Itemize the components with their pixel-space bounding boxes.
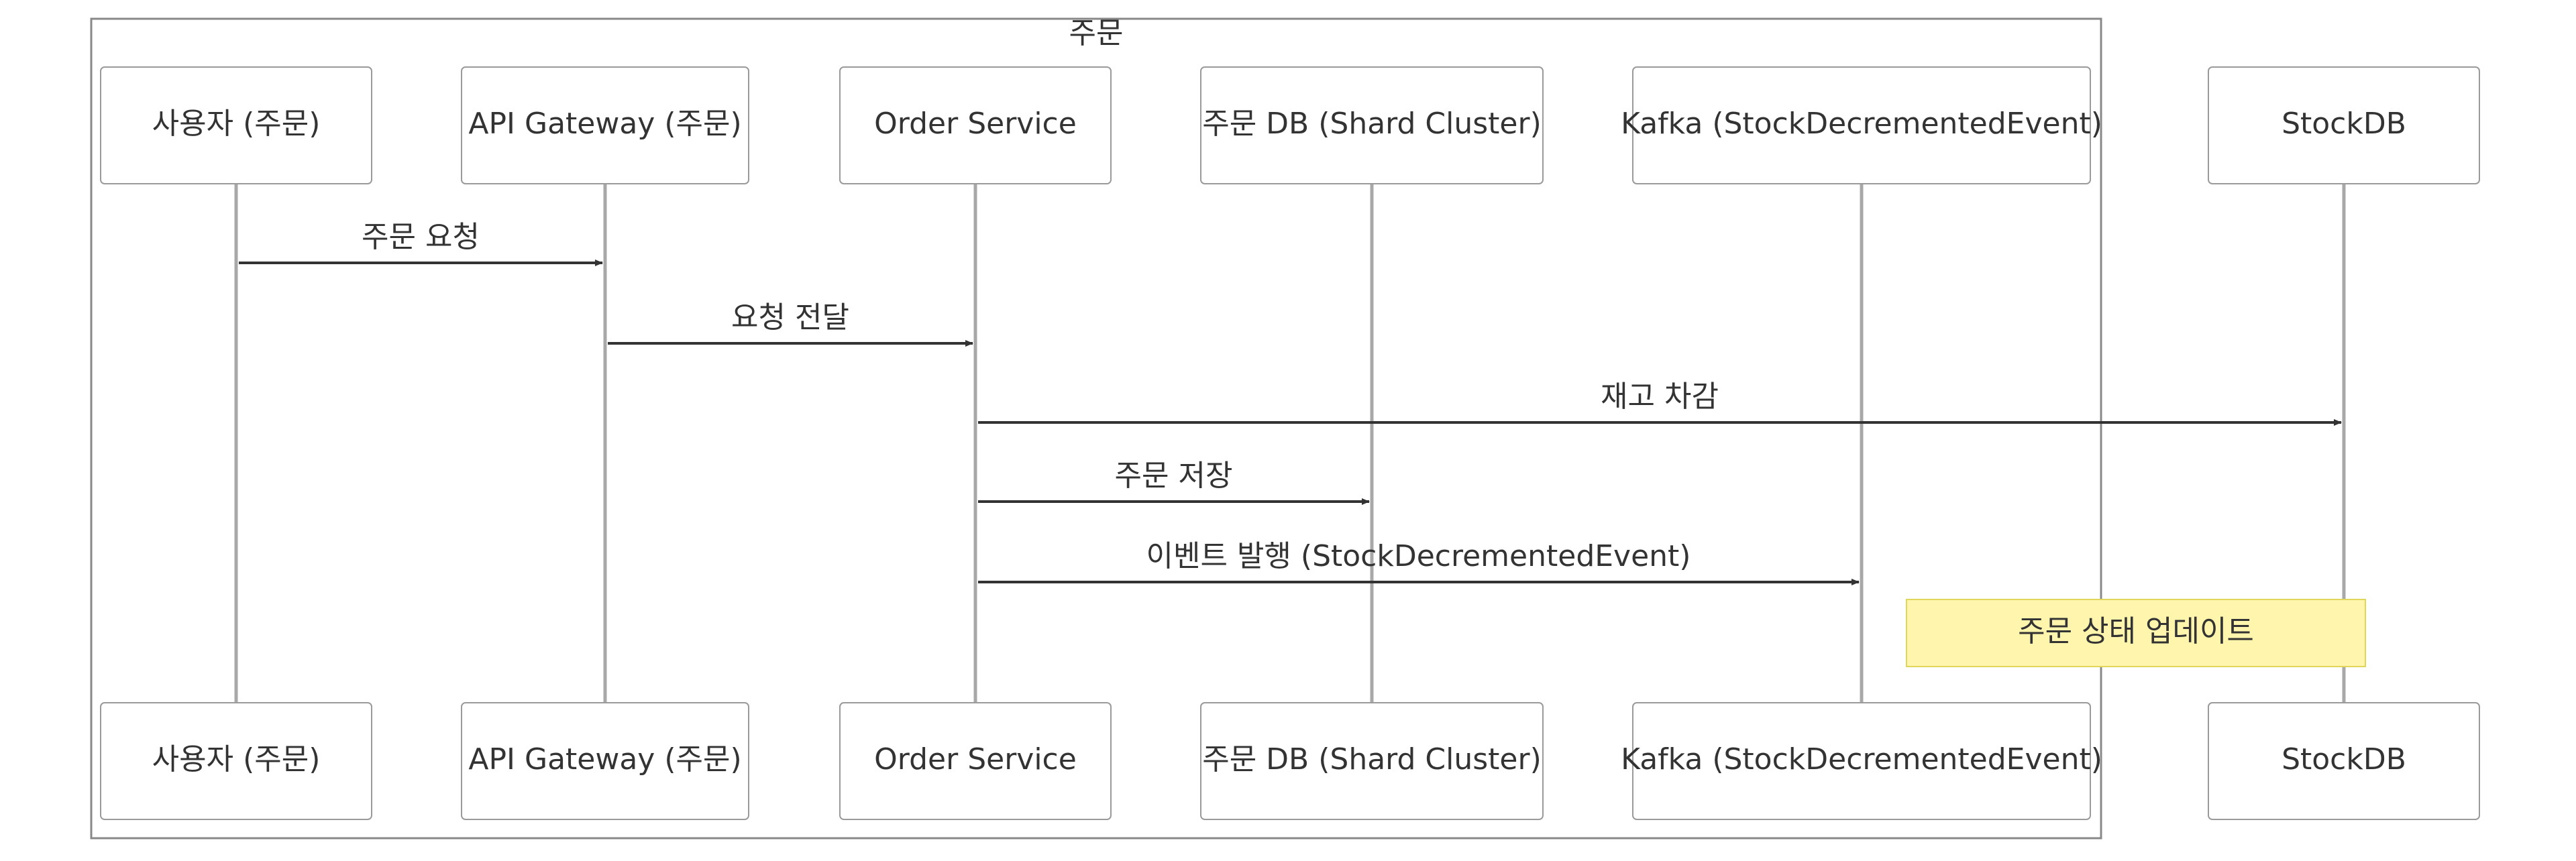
participant-label: Order Service <box>874 107 1077 141</box>
participant-user-bottom[interactable] <box>100 702 372 820</box>
note-box <box>1906 599 2366 667</box>
participant-label: 주문 DB (Shard Cluster) <box>1202 742 1542 777</box>
participant-orderdb-top[interactable] <box>1200 66 1544 184</box>
participants: 사용자 (주문) 사용자 (주문) API Gateway (주문) API Gate… <box>100 66 2480 820</box>
participant-label: StockDB <box>2282 742 2406 777</box>
participant-label: API Gateway (주문) <box>468 107 741 141</box>
participant-kafka-top[interactable] <box>1632 66 2091 184</box>
participant-orderdb-bottom[interactable] <box>1200 702 1544 820</box>
participant-gateway-bottom[interactable] <box>461 702 749 820</box>
participant-user-top[interactable] <box>100 66 372 184</box>
participant-label: API Gateway (주문) <box>468 742 741 777</box>
participant-label: StockDB <box>2282 107 2406 141</box>
participant-label: Kafka (StockDecrementedEvent) <box>1621 742 2102 777</box>
participant-label: 주문 DB (Shard Cluster) <box>1202 107 1542 141</box>
message-label: 재고 차감 <box>1601 380 1719 414</box>
participant-label: 사용자 (주문) <box>152 107 321 141</box>
message-label: 이벤트 발행 (StockDecrementedEvent) <box>1146 539 1691 573</box>
message-label: 주문 저장 <box>1115 459 1233 493</box>
participant-stockdb-bottom[interactable] <box>2208 702 2480 820</box>
lifelines <box>234 184 2346 703</box>
participant-label: Kafka (StockDecrementedEvent) <box>1621 107 2102 141</box>
message-label: 요청 전달 <box>731 300 849 335</box>
note-label: 주문 상태 업데이트 <box>2018 614 2254 648</box>
group-frame <box>90 17 2102 840</box>
participant-label: 사용자 (주문) <box>152 742 321 777</box>
group-label: 주문 <box>1069 16 1124 50</box>
participant-stockdb-top[interactable] <box>2208 66 2480 184</box>
message-label: 주문 요청 <box>362 220 480 254</box>
participant-label: Order Service <box>874 742 1077 777</box>
participant-order-bottom[interactable] <box>839 702 1112 820</box>
participant-gateway-top[interactable] <box>461 66 749 184</box>
participant-order-top[interactable] <box>839 66 1112 184</box>
participant-kafka-bottom[interactable] <box>1632 702 2091 820</box>
